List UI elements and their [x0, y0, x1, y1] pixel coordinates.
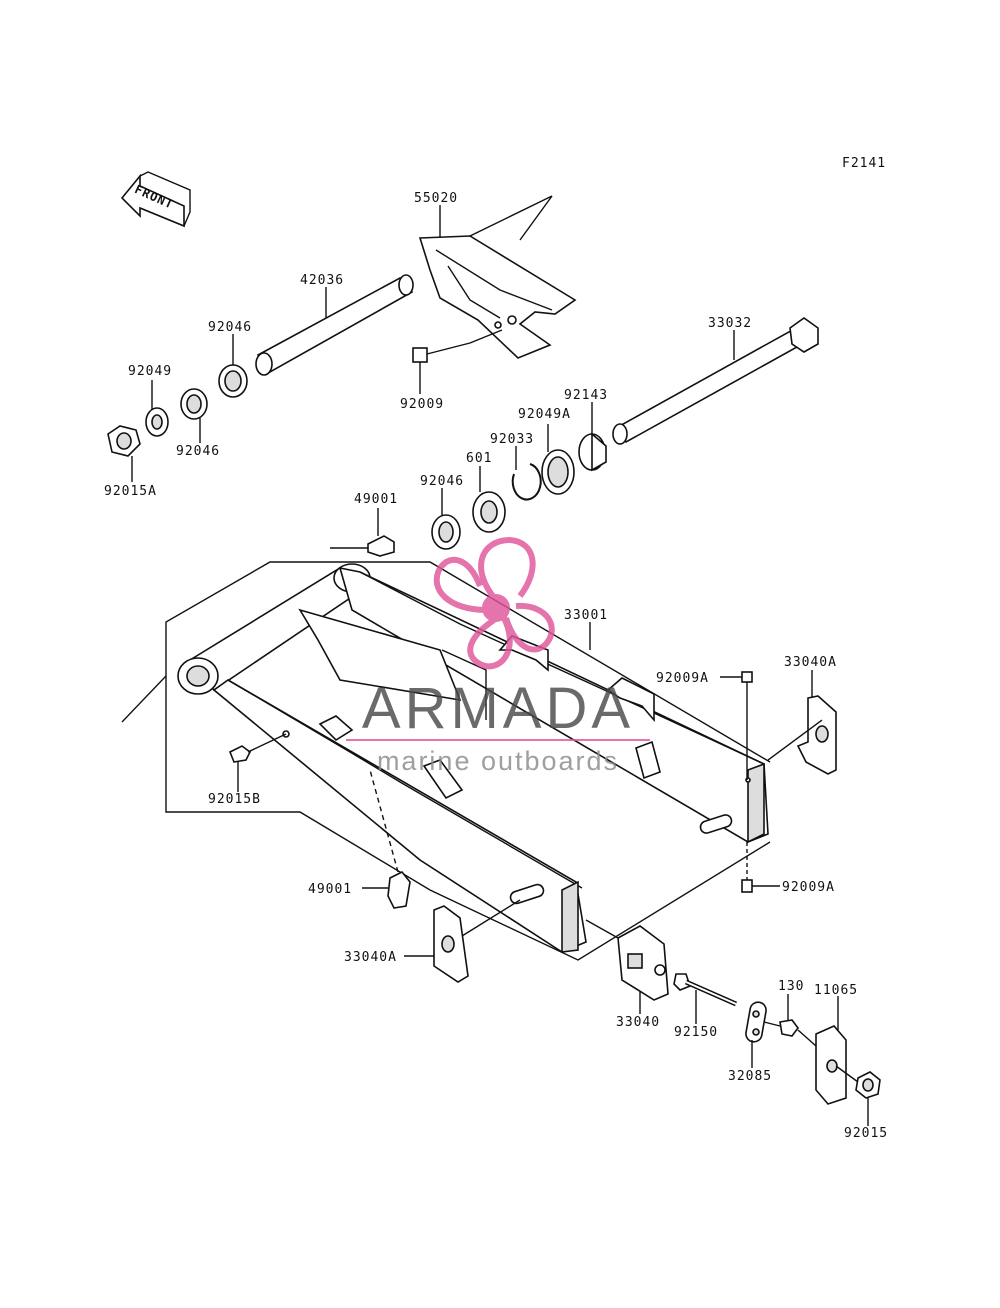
label-49001-top: 49001: [354, 492, 398, 507]
watermark-brand: ARMADA: [362, 676, 634, 741]
label-55020: 55020: [414, 191, 458, 206]
label-92046-low: 92046: [420, 474, 464, 489]
bolt-130-part: [763, 1019, 799, 1037]
sleeve-42036-part: [255, 274, 414, 376]
label-92015a: 92015A: [104, 484, 157, 499]
label-11065: 11065: [814, 983, 858, 998]
nut-92015-part: [855, 1071, 881, 1099]
chain-guide-part: [418, 235, 577, 359]
figure-code: F2141: [842, 156, 886, 171]
bracket-11065-part: [815, 1025, 847, 1105]
collar-92143-part: [578, 432, 607, 472]
label-92049a: 92049A: [518, 407, 571, 422]
label-92033: 92033: [490, 432, 534, 447]
propeller-logo-icon: [433, 536, 555, 670]
label-130: 130: [778, 979, 804, 994]
label-92015: 92015: [844, 1126, 888, 1141]
label-92009a-top: 92009A: [656, 671, 709, 686]
chain-adjuster-33040a-left-part: [433, 905, 469, 983]
bolt-92015b-part: [228, 733, 287, 763]
circlip-92033-part: [511, 463, 542, 501]
seal-92049a-part: [541, 449, 575, 495]
label-33001: 33001: [564, 608, 608, 623]
needle-bearing-92046-top-part: [218, 364, 248, 398]
label-92046-top: 92046: [208, 320, 252, 335]
front-arrow-icon: FRONT: [120, 171, 191, 228]
chain-adjuster-33040a-right-part: [796, 695, 837, 775]
label-92046-mid: 92046: [176, 444, 220, 459]
needle-bearing-92046-mid-part: [180, 388, 208, 420]
bolt-92009-part: [412, 329, 503, 363]
watermark-tagline: marine outboards: [377, 746, 619, 776]
plate-32085-part: [745, 1001, 767, 1043]
adjusting-bolt-92150-part: [673, 973, 738, 1007]
label-33040a-left: 33040A: [344, 950, 397, 965]
grease-nipple-49001-top-part: [367, 535, 395, 557]
seal-92049-part: [145, 407, 169, 437]
label-92150: 92150: [674, 1025, 718, 1040]
label-33040: 33040: [616, 1015, 660, 1030]
nut-92015a-part: [107, 425, 141, 457]
pivot-shaft-33032-part: [612, 317, 819, 445]
label-92015b: 92015B: [208, 792, 261, 807]
label-601: 601: [466, 451, 492, 466]
needle-bearing-92046-low-part: [431, 514, 461, 550]
label-92143: 92143: [564, 388, 608, 403]
label-42036: 42036: [300, 273, 344, 288]
label-92049: 92049: [128, 364, 172, 379]
watermark: ARMADA marine outboards: [346, 536, 650, 776]
label-32085: 32085: [728, 1069, 772, 1084]
label-33040a-right: 33040A: [784, 655, 837, 670]
swing-arm-33001-part: [177, 563, 769, 953]
chain-adjuster-33040-part: [617, 925, 669, 1001]
label-49001-bottom: 49001: [308, 882, 352, 897]
ball-bearing-601-part: [472, 491, 506, 533]
bolt-92009a-bottom-part: [741, 842, 753, 893]
label-92009: 92009: [400, 397, 444, 412]
grease-nipple-49001-bottom-part: [369, 769, 411, 909]
label-33032: 33032: [708, 316, 752, 331]
label-92009a-bottom: 92009A: [782, 880, 835, 895]
